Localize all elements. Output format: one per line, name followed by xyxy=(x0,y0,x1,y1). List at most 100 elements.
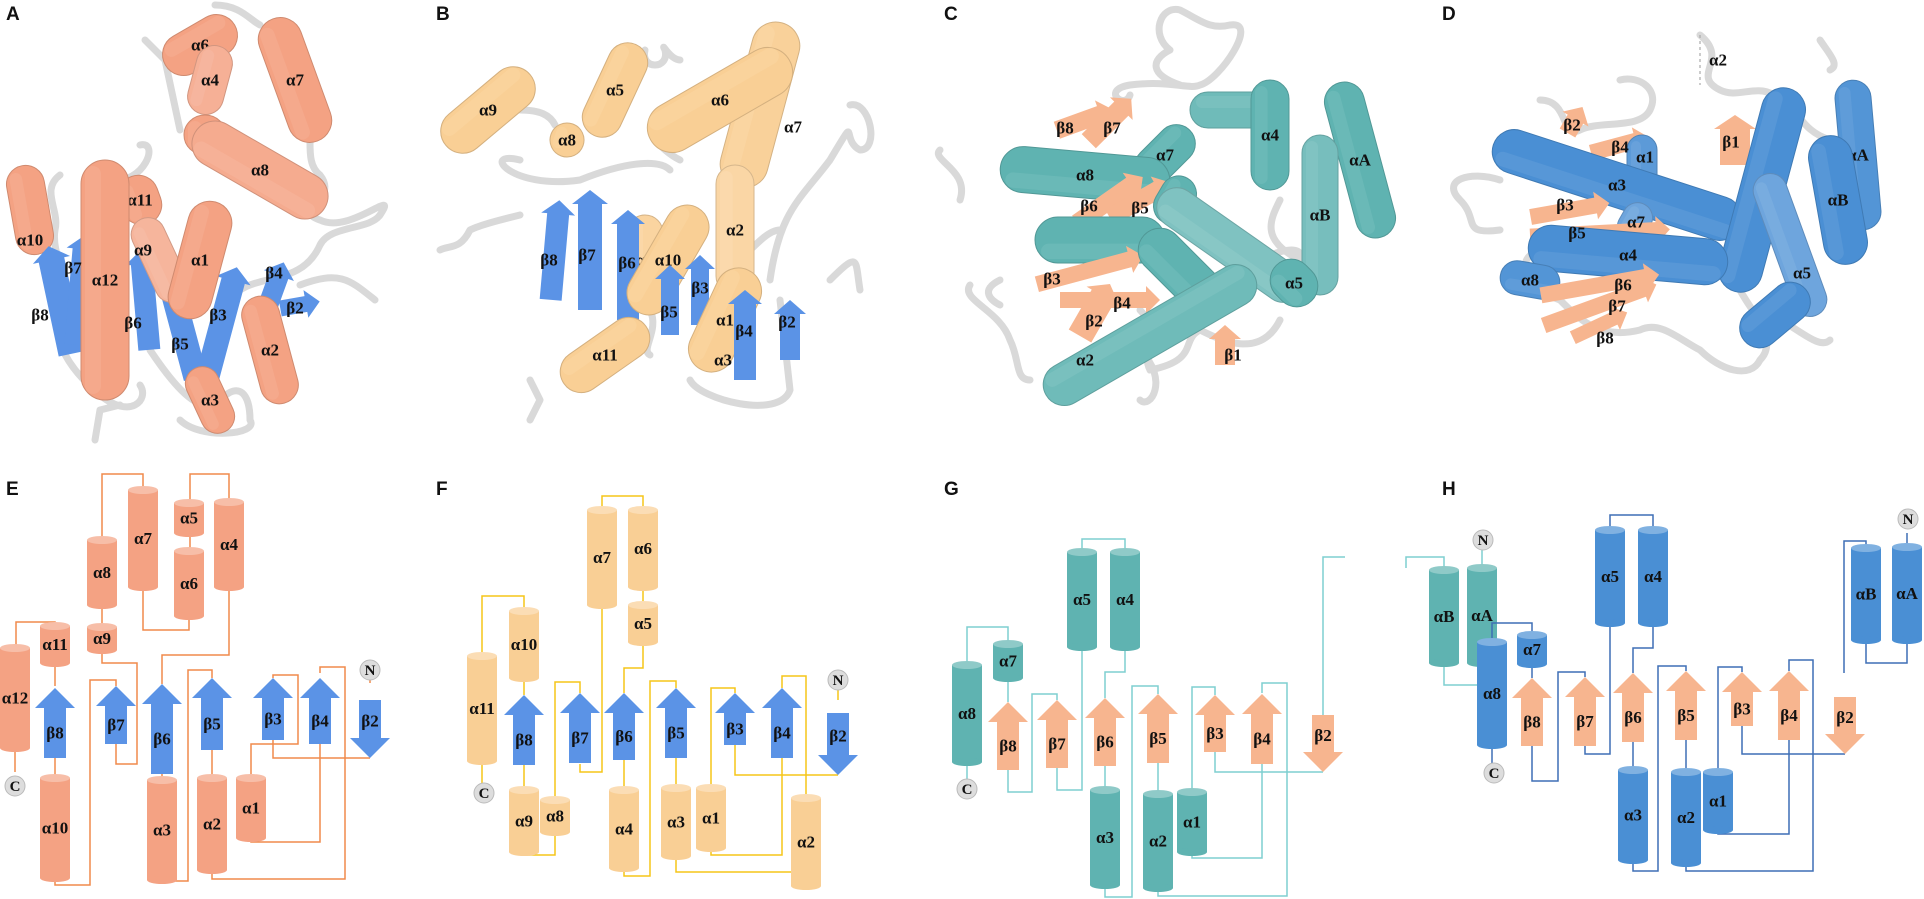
helix-cylinder xyxy=(40,622,70,667)
strand-label: β1 xyxy=(1722,133,1739,152)
coil-loop xyxy=(1267,196,1304,264)
helix-label: α11 xyxy=(42,635,68,654)
connector-line xyxy=(1632,665,1687,872)
helix-cylinder xyxy=(1250,79,1290,191)
coil-loop xyxy=(226,121,389,304)
panel-c-cartoon: α4α7α8αAα3αBα1α5β8β7β6β5β3β4β2α2β1 xyxy=(934,6,1397,406)
connector-line xyxy=(579,606,603,773)
helix-body xyxy=(1638,530,1668,623)
helix-top xyxy=(1618,766,1648,774)
strand-arrow-up xyxy=(1512,678,1552,746)
coil-loop xyxy=(1112,6,1245,104)
helix-highlight xyxy=(1755,182,1811,313)
helix-top xyxy=(214,498,244,506)
coil-loop xyxy=(91,401,124,444)
helix-highlight xyxy=(720,171,733,289)
helix-top xyxy=(236,774,266,782)
helix-cylinder xyxy=(467,652,497,765)
helix-top xyxy=(1703,768,1733,776)
helix-cylinder xyxy=(1638,526,1668,627)
helix-cylinder xyxy=(40,774,70,882)
helix-label: α8 xyxy=(1076,166,1094,185)
strand-arrow-up xyxy=(1666,671,1706,740)
helix-top xyxy=(1143,790,1173,798)
strand-body xyxy=(1068,284,1120,343)
strand-body xyxy=(1209,325,1241,365)
strand-label: β4 xyxy=(1780,706,1798,725)
helix-highlight xyxy=(1271,274,1303,306)
strand-body xyxy=(572,190,608,310)
helix-body xyxy=(40,626,70,663)
connector-line xyxy=(481,595,525,656)
helix-cylinder xyxy=(1752,172,1828,318)
strand-label: β7 xyxy=(1103,119,1121,138)
strand-label: β3 xyxy=(1556,196,1573,215)
strand-label: β2 xyxy=(778,313,795,332)
helix-bottom xyxy=(1067,643,1097,651)
helix-label: α1 xyxy=(702,809,720,828)
helix-bottom xyxy=(791,882,821,890)
strand-body xyxy=(774,300,806,360)
helix-label: α6 xyxy=(634,539,652,558)
connector-line xyxy=(1191,686,1216,792)
helix-label: α11 xyxy=(469,699,495,718)
panel-label-g: G xyxy=(944,479,959,500)
strand-label: β8 xyxy=(1523,713,1540,732)
helix-cylinder xyxy=(1042,264,1258,406)
helix-cylinder xyxy=(1808,135,1868,265)
helix-bottom xyxy=(147,876,177,884)
helix-top xyxy=(1517,631,1547,639)
helix-body xyxy=(1851,548,1881,640)
strand-label: β2 xyxy=(286,299,303,318)
helix-bottom xyxy=(952,758,982,766)
helix-top xyxy=(0,644,30,652)
strand-arrow xyxy=(1072,172,1143,231)
helix-body xyxy=(509,790,539,852)
strand-label: β2 xyxy=(1314,726,1331,745)
strand-body xyxy=(1529,191,1610,225)
helix-label: α2 xyxy=(1076,351,1094,370)
helix-cylinder xyxy=(1618,766,1648,864)
helix-body xyxy=(1429,570,1459,663)
connector-line xyxy=(1685,659,1814,872)
helix-bottom xyxy=(1851,636,1881,644)
helix-label: α8 xyxy=(558,131,576,150)
helix-label: α1 xyxy=(1709,792,1727,811)
helix-label: α7 xyxy=(1156,146,1174,165)
strand-arrow-up xyxy=(35,688,75,758)
helix-cylinder xyxy=(80,159,130,401)
helix-bottom xyxy=(1892,636,1922,644)
helix-cylinder xyxy=(174,499,204,537)
connector-line xyxy=(101,650,138,765)
connector-line xyxy=(1865,640,1908,664)
strand-arrow-up xyxy=(504,695,544,765)
helix-label: α3 xyxy=(1624,806,1642,825)
helix-highlight xyxy=(133,227,174,299)
coil-loop xyxy=(436,211,524,254)
coil-loop xyxy=(211,1,264,29)
panel-b-cartoon: α9α8α5α6α7α2α4β8β7β6α10β3β5α1β4β2α11α3 xyxy=(436,21,875,424)
strand-arrow-up xyxy=(560,693,600,763)
strand-label: β3 xyxy=(209,306,226,325)
helix-bottom xyxy=(1595,619,1625,627)
helix-label: α12 xyxy=(2,689,29,708)
helix-label: α2 xyxy=(726,221,744,240)
strand-arrow-up xyxy=(1195,695,1235,752)
connector-line xyxy=(623,680,677,877)
strand-label: β3 xyxy=(1733,700,1750,719)
strand-body xyxy=(1714,115,1756,165)
helix-highlight xyxy=(244,304,280,400)
helix-cylinder xyxy=(241,295,299,405)
helix-body xyxy=(1143,794,1173,888)
helix-cylinder xyxy=(715,164,755,296)
helix-label: α8 xyxy=(546,807,564,826)
c-terminus-circle xyxy=(4,775,26,797)
helix-cylinder xyxy=(191,120,329,220)
helix-body xyxy=(791,798,821,886)
strand-label: β6 xyxy=(153,730,170,749)
helix-body xyxy=(696,788,726,848)
strand-arrow xyxy=(1053,100,1114,139)
helix-cylinder xyxy=(1851,544,1881,644)
